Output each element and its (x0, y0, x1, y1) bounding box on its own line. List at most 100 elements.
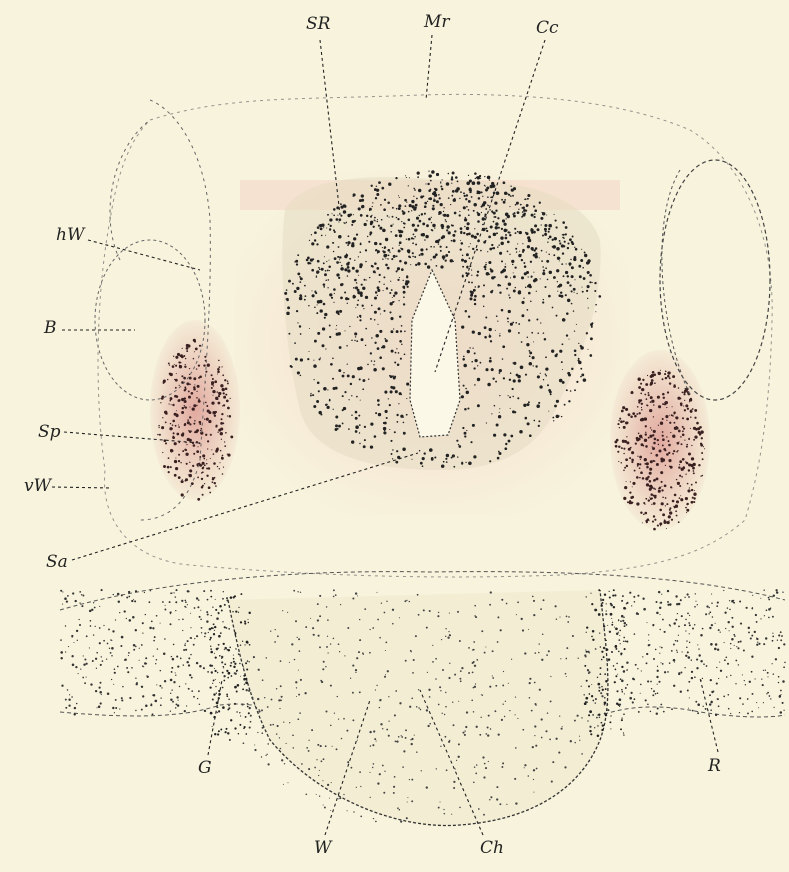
stipple-dot (320, 745, 322, 747)
stipple-dot (400, 820, 402, 822)
stipple-dot (616, 690, 618, 692)
stipple-dot (317, 619, 319, 621)
stipple-dot (353, 811, 354, 812)
stipple-dot (283, 721, 284, 722)
stipple-dot (776, 591, 778, 593)
stipple-dot (458, 445, 461, 448)
stipple-dot (171, 667, 173, 669)
stipple-dot (491, 244, 493, 246)
stipple-dot (224, 649, 225, 650)
stipple-dot (545, 367, 548, 370)
stipple-dot (559, 242, 561, 244)
stipple-dot (662, 444, 664, 446)
stipple-dot (325, 710, 327, 712)
stipple-dot (620, 420, 623, 423)
stipple-dot (298, 694, 300, 696)
stipple-dot (363, 445, 366, 448)
stipple-dot (782, 592, 783, 593)
stipple-dot (501, 599, 503, 601)
stipple-dot (406, 600, 407, 601)
stipple-dot (513, 187, 516, 190)
stipple-dot (669, 382, 671, 384)
stipple-dot (685, 655, 687, 657)
stipple-dot (621, 719, 623, 721)
stipple-dot (212, 683, 213, 684)
stipple-dot (363, 308, 364, 309)
stipple-dot (541, 737, 543, 739)
stipple-dot (224, 379, 226, 381)
label-Sa: Sa (46, 554, 68, 571)
stipple-dot (537, 375, 540, 378)
stipple-dot (451, 240, 453, 242)
stipple-dot (591, 695, 593, 697)
stipple-dot (494, 216, 496, 218)
stipple-dot (488, 715, 490, 717)
stipple-dot (540, 322, 541, 323)
stipple-dot (626, 624, 628, 626)
stipple-dot (210, 712, 213, 715)
stipple-dot (314, 239, 316, 241)
stipple-dot (95, 658, 97, 660)
stipple-dot (621, 689, 623, 691)
stipple-dot (604, 638, 605, 639)
stipple-dot (490, 225, 493, 228)
stipple-dot (480, 362, 482, 364)
stipple-dot (650, 493, 653, 496)
stipple-dot (225, 394, 227, 396)
stipple-dot (390, 386, 393, 389)
stipple-dot (546, 654, 548, 656)
stipple-dot (390, 302, 393, 305)
stipple-dot (723, 590, 724, 591)
stipple-dot (560, 291, 562, 293)
stipple-dot (653, 528, 656, 531)
stipple-dot (313, 364, 317, 368)
stipple-dot (499, 408, 500, 409)
stipple-dot (636, 476, 639, 479)
stipple-dot (688, 656, 691, 659)
stipple-dot (427, 725, 429, 727)
stipple-dot (300, 592, 301, 593)
stipple-dot (695, 593, 696, 594)
stipple-dot (78, 619, 79, 620)
stipple-dot (310, 618, 311, 619)
stipple-dot (671, 414, 673, 416)
stipple-dot (361, 284, 363, 286)
stipple-dot (438, 211, 442, 215)
stipple-dot (631, 605, 632, 606)
stipple-dot (320, 680, 322, 682)
stipple-dot (386, 417, 388, 419)
stipple-dot (576, 293, 577, 294)
stipple-dot (508, 683, 509, 684)
stipple-dot (661, 594, 662, 595)
stipple-dot (562, 234, 563, 235)
stipple-dot (484, 763, 486, 765)
stipple-dot (212, 481, 214, 483)
stipple-dot (607, 661, 608, 662)
stipple-dot (572, 635, 574, 637)
stipple-dot (411, 743, 413, 745)
stipple-dot (161, 426, 164, 429)
stipple-dot (622, 440, 625, 443)
stipple-dot (357, 367, 360, 370)
stipple-dot (513, 272, 514, 273)
stipple-dot (527, 194, 530, 197)
stipple-dot (775, 658, 777, 660)
stipple-dot (135, 590, 137, 592)
stipple-dot (228, 705, 230, 707)
stipple-dot (717, 698, 719, 700)
stipple-dot (589, 274, 592, 277)
stipple-dot (672, 435, 675, 438)
stipple-dot (338, 277, 340, 279)
stipple-dot (439, 197, 441, 199)
stipple-dot (452, 190, 455, 193)
stipple-dot (244, 623, 246, 625)
stipple-dot (758, 643, 760, 645)
stipple-dot (309, 328, 310, 329)
stipple-dot (172, 404, 174, 406)
stipple-dot (480, 717, 481, 718)
stipple-dot (529, 697, 531, 699)
stipple-dot (403, 422, 405, 424)
stipple-dot (314, 340, 317, 343)
stipple-dot (598, 295, 601, 298)
stipple-dot (516, 614, 517, 615)
